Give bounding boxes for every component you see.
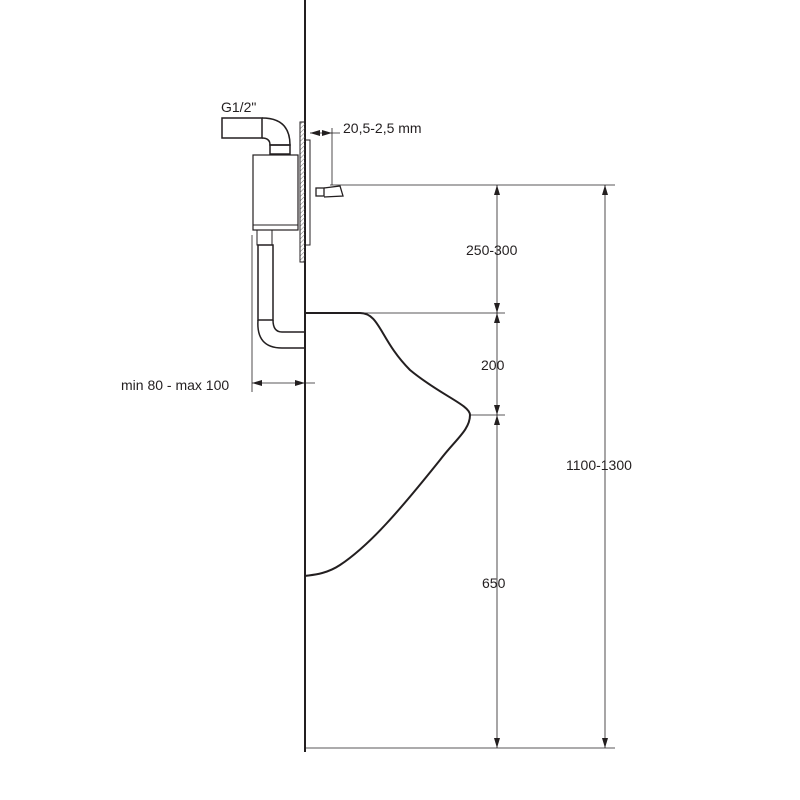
wall-thickness-label: 20,5-2,5 mm [343, 120, 422, 136]
urinal-profile [304, 312, 472, 577]
cover-plate [299, 121, 306, 263]
rim-lip-label: 200 [481, 357, 505, 373]
depth-label: min 80 - max 100 [121, 377, 229, 393]
mounting-frame [304, 139, 311, 246]
total-height-label: 1100-1300 [566, 457, 632, 473]
sensor [315, 185, 344, 198]
dimension-lines [251, 128, 615, 749]
dimension-arrows [252, 130, 608, 748]
valve-body [252, 154, 299, 231]
inlet-pipe [221, 117, 291, 155]
thread-label: G1/2" [221, 99, 256, 115]
lip-floor-label: 650 [482, 575, 506, 591]
sensor-height-label: 250-300 [466, 242, 518, 258]
outlet-pipe [256, 229, 306, 349]
